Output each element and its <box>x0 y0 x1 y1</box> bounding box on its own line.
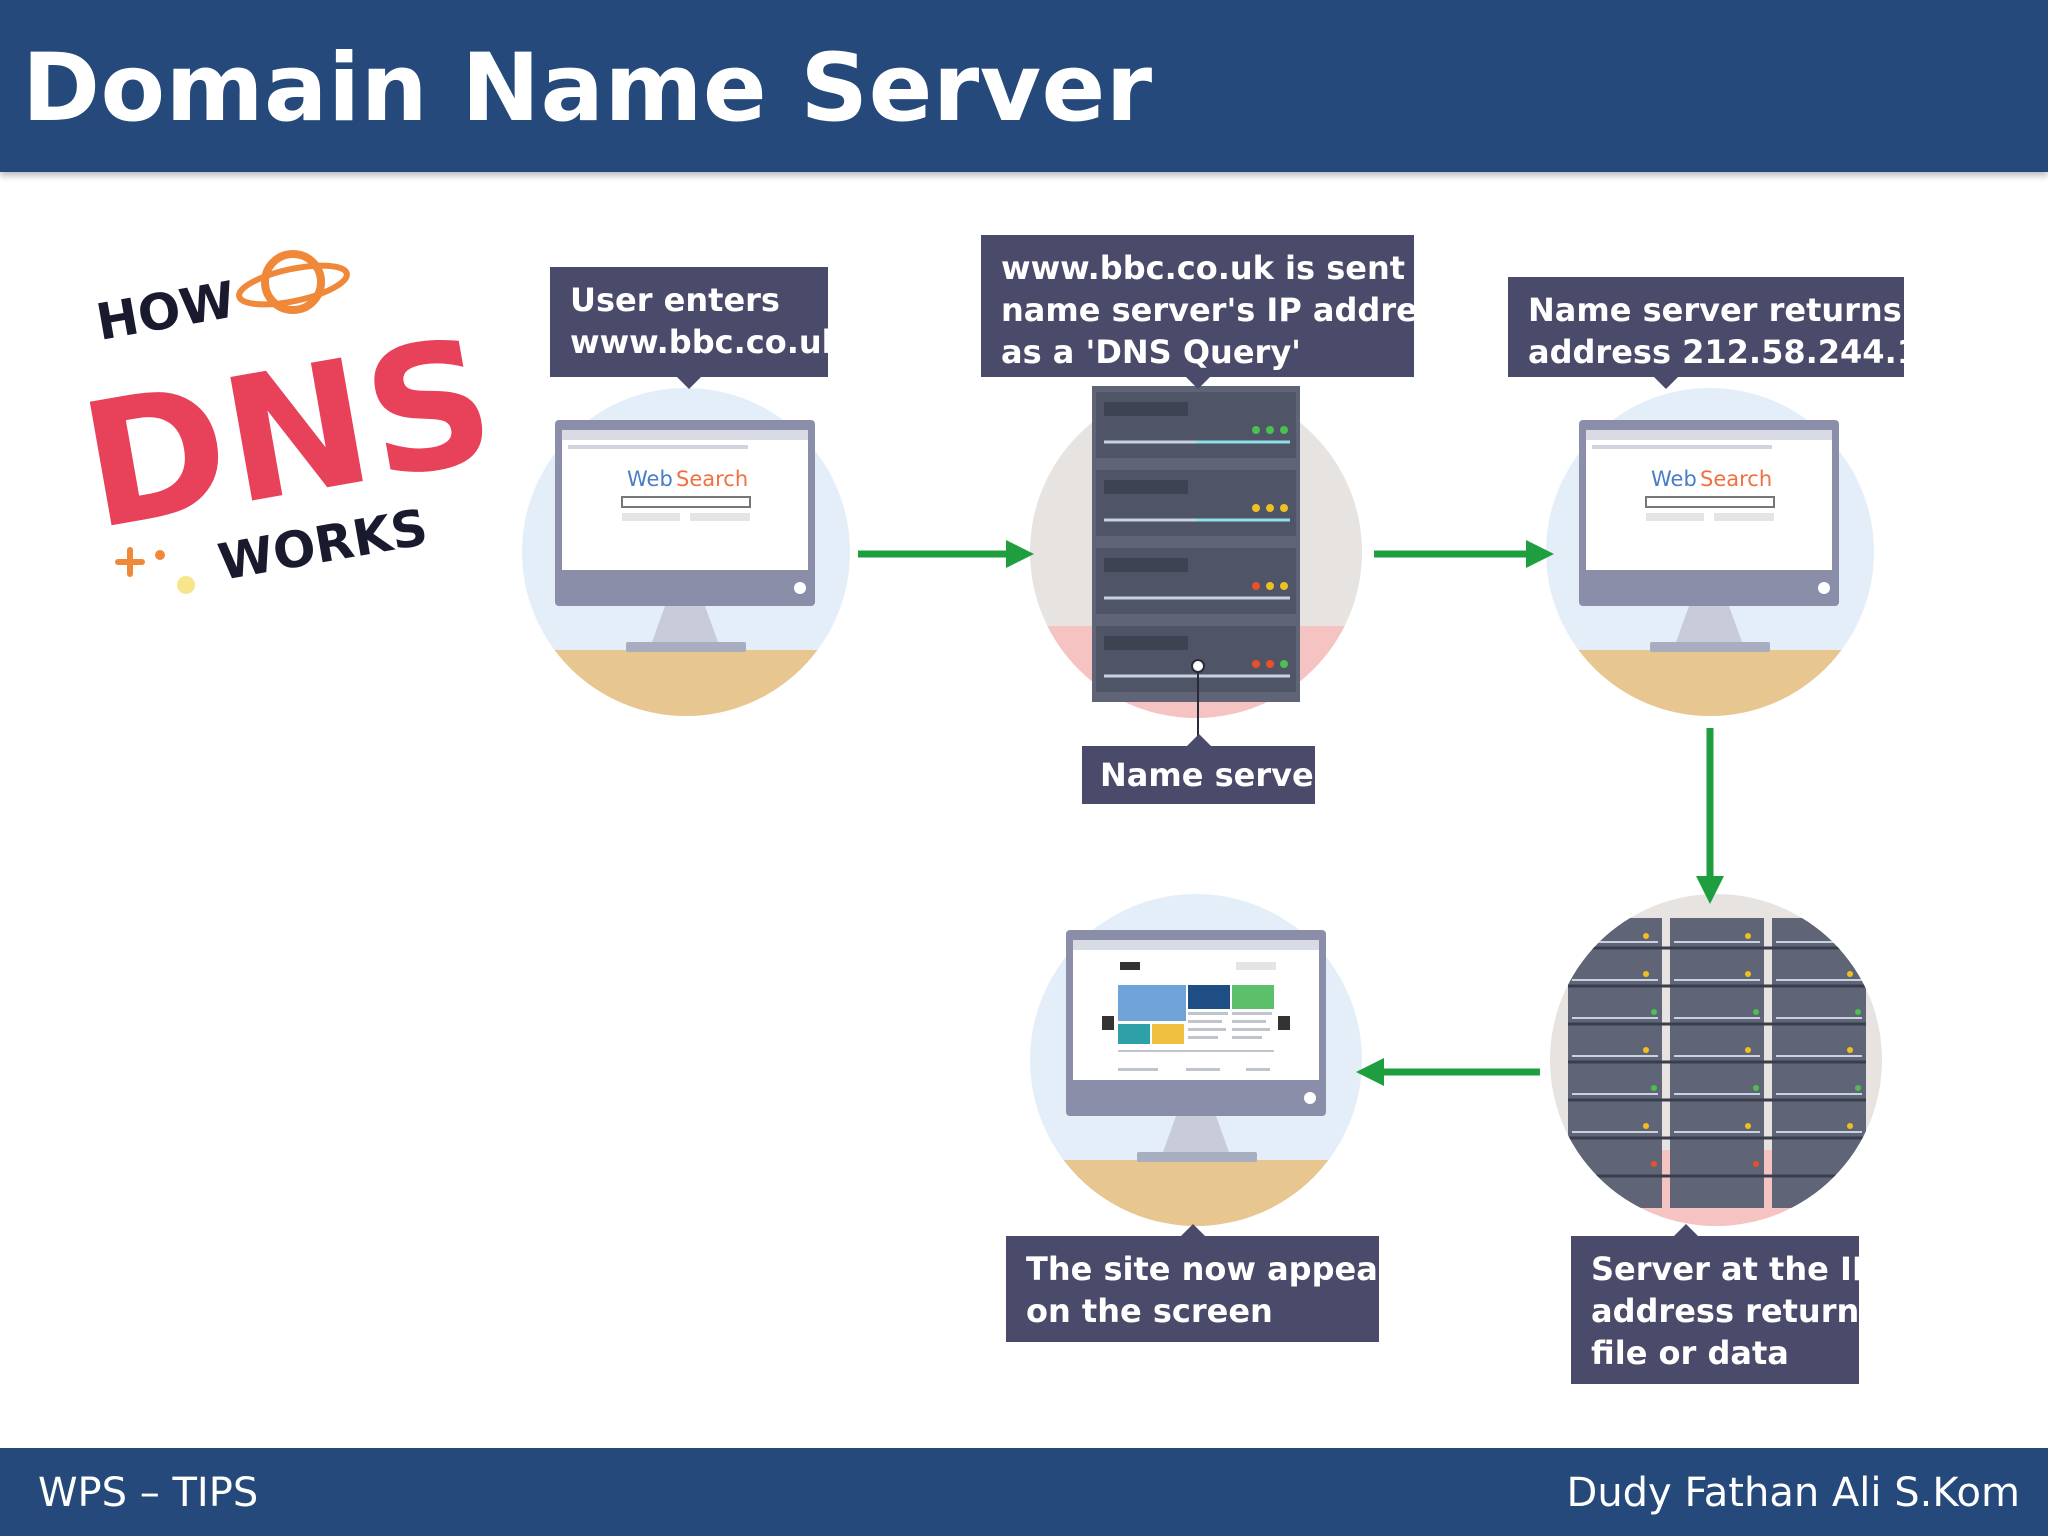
callout-line: on the screen <box>1026 1292 1273 1330</box>
callout-line: address returns <box>1591 1292 1879 1330</box>
callout-line: User enters <box>570 281 780 319</box>
logo-how-text: HOW <box>92 270 239 351</box>
callout-returns-ip: Name server returns IP address 212.58.24… <box>1508 277 1949 377</box>
callout-line: file or data <box>1591 1334 1789 1372</box>
callout-user-enters: User enters www.bbc.co.uk <box>550 267 843 377</box>
callout-line: Server at the IP <box>1591 1250 1876 1288</box>
server-farm-icon <box>1568 918 1866 1208</box>
callout-line: The site now appears <box>1026 1250 1413 1288</box>
sparkle-icon <box>115 547 195 594</box>
footer-author: Dudy Fathan Ali S.Kom <box>1566 1470 2020 1516</box>
callout-server-returns: Server at the IP address returns file or… <box>1571 1236 1879 1384</box>
web-search-label-search: Search <box>676 467 748 491</box>
web-search-label-search: Search <box>1700 467 1772 491</box>
callout-line: name server's IP address <box>1001 291 1456 329</box>
callout-site-appears: The site now appears on the screen <box>1006 1236 1413 1342</box>
arrow-nameserver-to-user <box>1374 540 1554 568</box>
page-title: Domain Name Server <box>22 34 1153 143</box>
monitor-icon: Web Search <box>555 420 815 652</box>
callout-line: www.bbc.co.uk <box>570 323 843 361</box>
callout-dns-query: www.bbc.co.uk is sent to name server's I… <box>981 235 1456 377</box>
callout-line: Name server <box>1100 756 1330 794</box>
arrow-user-to-nameserver <box>858 540 1034 568</box>
monitor-with-website-icon <box>1066 930 1326 1162</box>
callout-line: www.bbc.co.uk is sent to <box>1001 249 1454 287</box>
server-farm-scene <box>1550 894 1882 1226</box>
callout-line: address 212.58.244.18 <box>1528 333 1942 371</box>
planet-icon <box>236 250 350 314</box>
footer-left-text: WPS – TIPS <box>38 1470 259 1516</box>
callout-line: Name server returns IP <box>1528 291 1949 329</box>
header-bar: Domain Name Server <box>0 0 2048 172</box>
callout-name-server: Name server <box>1082 746 1330 804</box>
arrow-server-farm-to-site <box>1356 1058 1540 1086</box>
callout-line: as a 'DNS Query' <box>1001 333 1301 371</box>
web-search-label-web: Web <box>627 467 673 491</box>
how-dns-works-logo: HOW DNS WORKS <box>68 250 507 594</box>
footer-bar: WPS – TIPS Dudy Fathan Ali S.Kom <box>0 1448 2048 1536</box>
arrow-user-to-server-farm <box>1696 728 1724 904</box>
server-rack-icon <box>1092 386 1300 746</box>
web-search-label-web: Web <box>1651 467 1697 491</box>
monitor-icon: Web Search <box>1579 420 1839 652</box>
